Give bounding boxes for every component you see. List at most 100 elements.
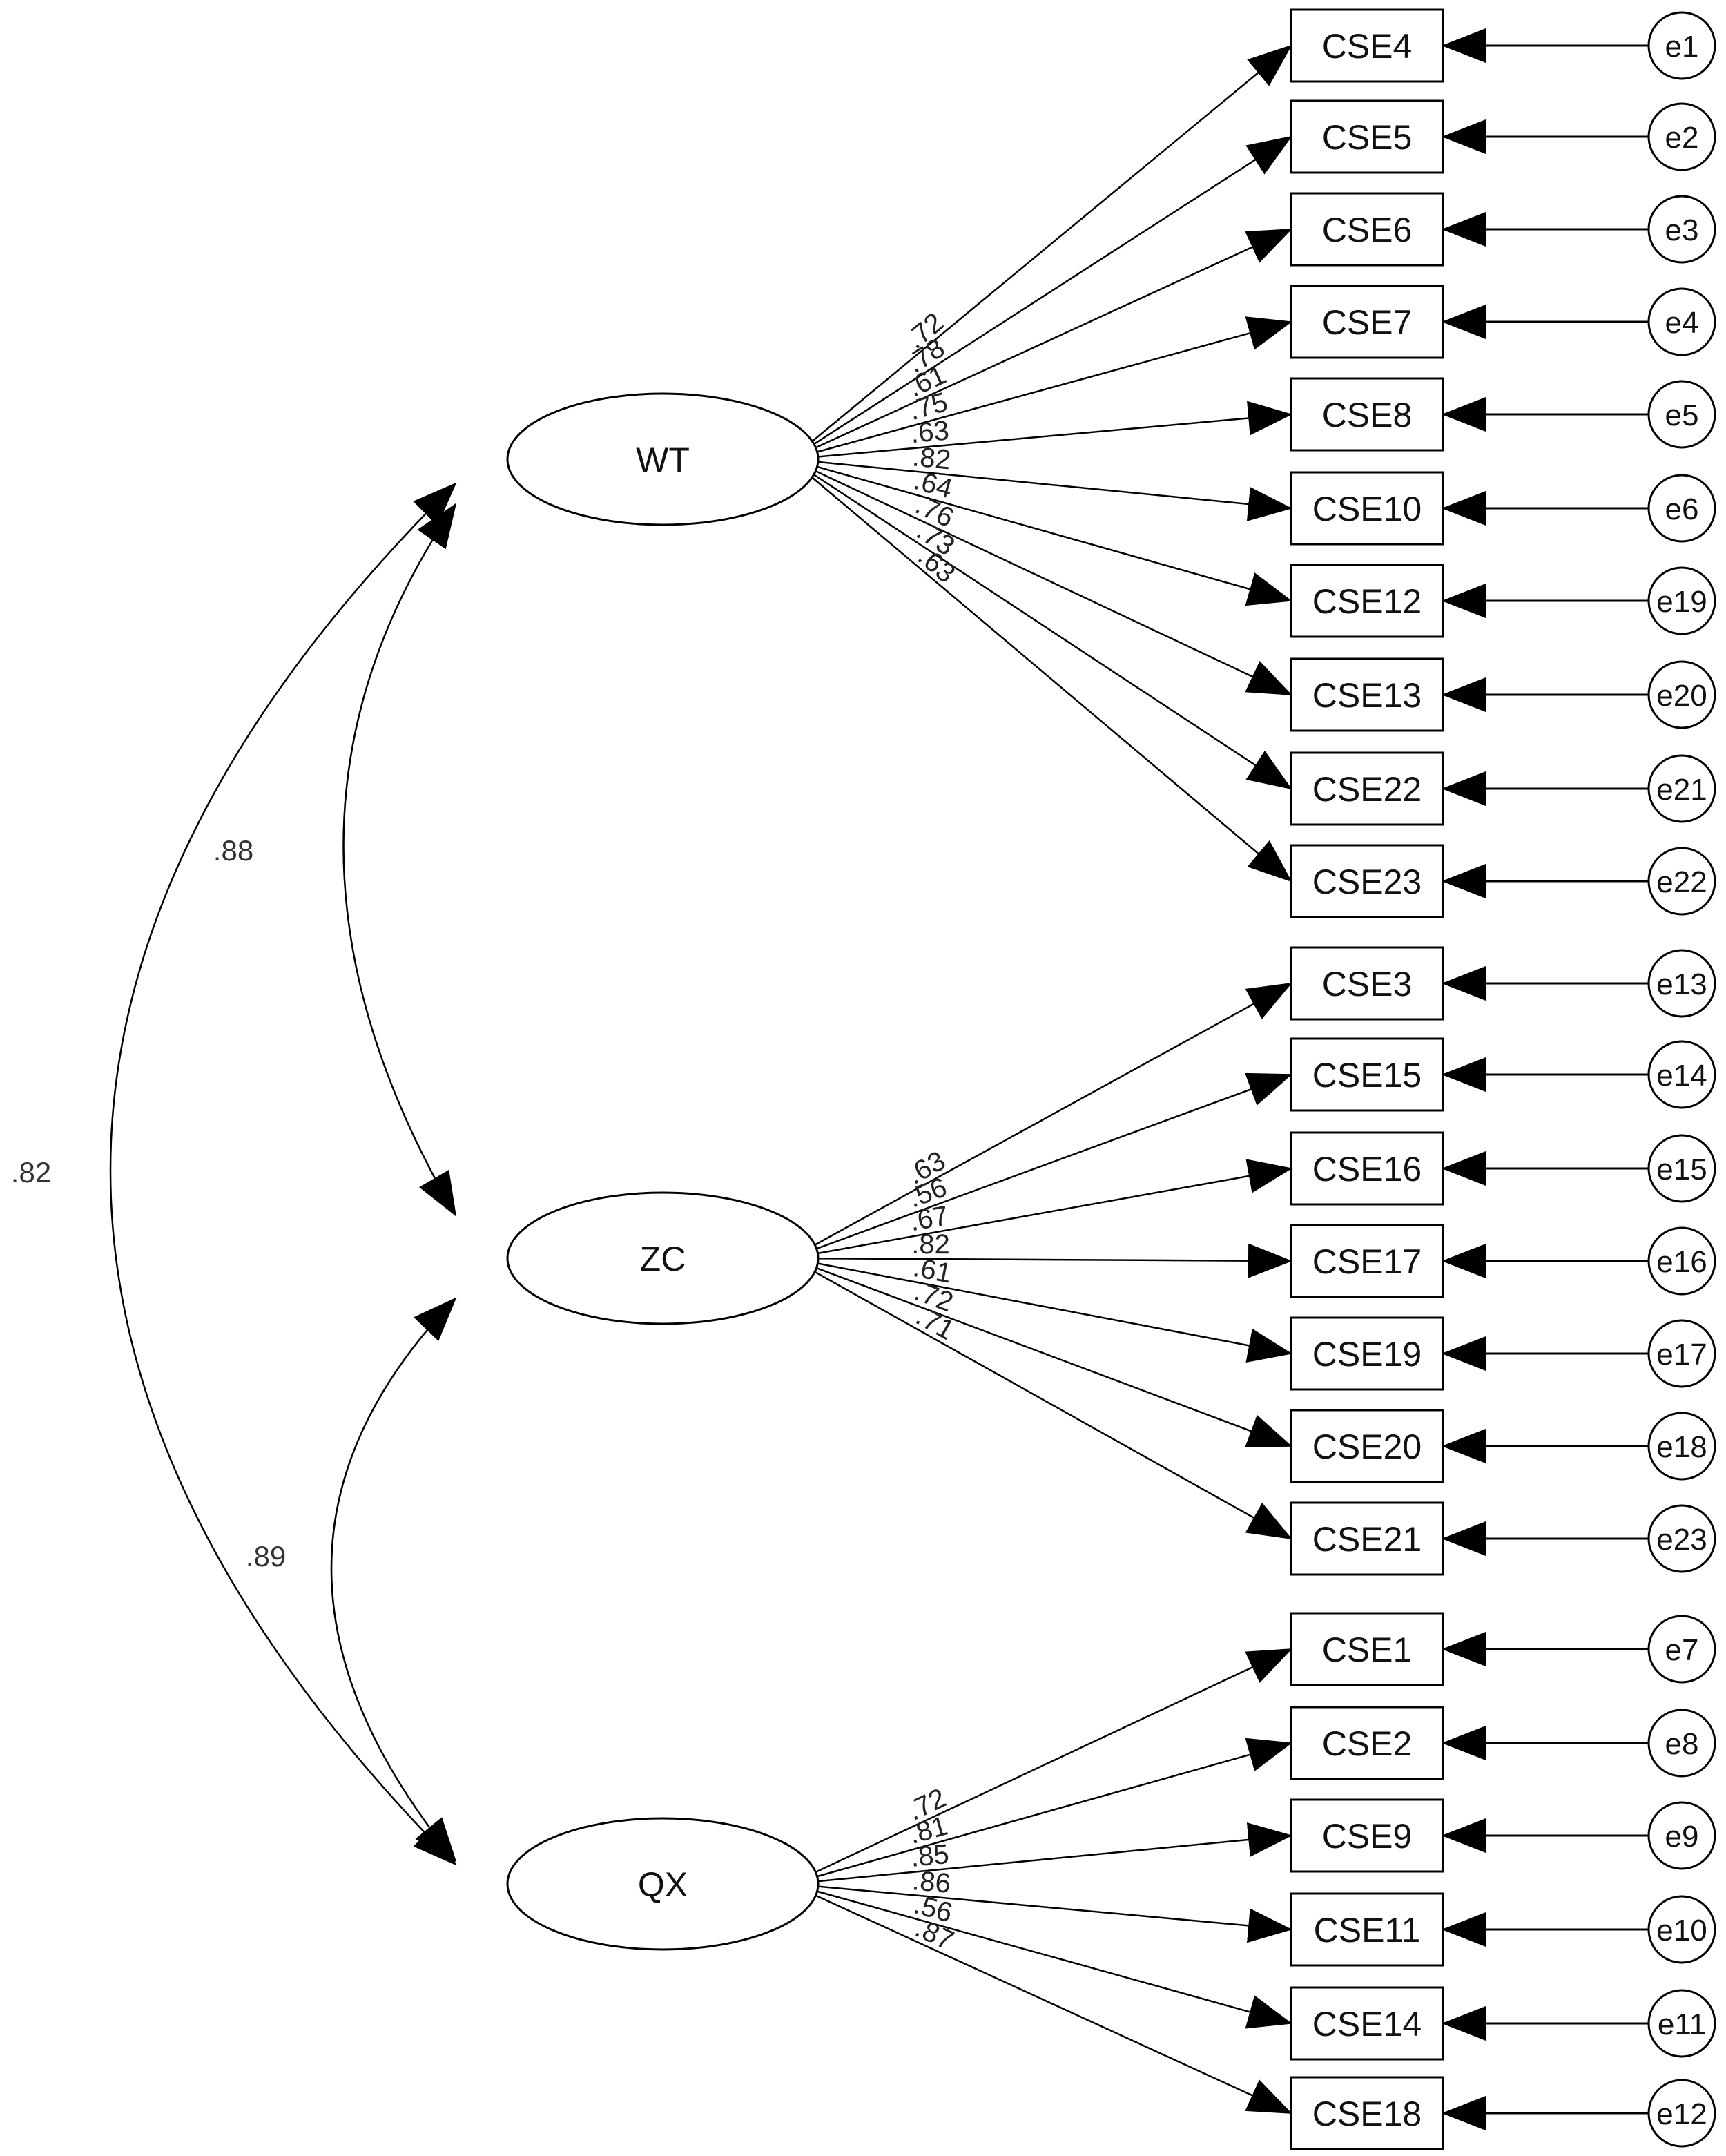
error-e18-label: e18 <box>1656 1430 1707 1464</box>
latent-qx-label: QX <box>638 1865 688 1904</box>
error-e21-circle <box>1647 754 1716 823</box>
loading-path-cse10 <box>790 458 1292 521</box>
indicator-cse2-label: CSE2 <box>1322 1724 1413 1763</box>
loading-label-cse9: .85 <box>909 1839 951 1873</box>
latent-zc-label: ZC <box>640 1240 686 1278</box>
indicator-cse8-box <box>1290 377 1444 452</box>
loading-path-cse13 <box>790 458 1292 696</box>
indicator-cse21-label: CSE21 <box>1312 1520 1422 1559</box>
error-e4-label: e4 <box>1665 306 1699 340</box>
loading-label-cse8: .63 <box>909 415 950 449</box>
indicator-cse18-box <box>1290 2076 1444 2150</box>
loading-path-cse19 <box>790 1257 1292 1363</box>
loading-path-cse2 <box>790 1738 1292 1885</box>
indicator-cse12-label: CSE12 <box>1312 582 1422 621</box>
error-e9-label: e9 <box>1665 1820 1699 1854</box>
error-e12-circle <box>1647 2079 1716 2148</box>
indicator-cse5-label: CSE5 <box>1322 118 1413 157</box>
latent-wt-ellipse <box>506 392 820 526</box>
error-e10-label: e10 <box>1656 1914 1707 1947</box>
error-e19-circle <box>1647 566 1716 635</box>
indicator-cse20-box <box>1290 1409 1444 1483</box>
error-e11-label: e11 <box>1658 2008 1706 2041</box>
loading-label-cse23: .63 <box>912 541 961 588</box>
correlation-curve-zc-qx <box>330 1297 457 1863</box>
latent-wt-label: WT <box>636 441 690 479</box>
error-e2-circle <box>1647 102 1716 171</box>
indicator-cse14-box <box>1290 1986 1444 2061</box>
correlation-curve-wt-zc <box>342 503 457 1217</box>
error-e7-label: e7 <box>1665 1633 1699 1667</box>
loading-label-cse17: .82 <box>911 1229 950 1260</box>
indicator-cse19-label: CSE19 <box>1312 1335 1422 1374</box>
loading-path-cse6 <box>790 228 1292 461</box>
loading-path-cse7 <box>790 316 1292 461</box>
indicator-cse7-label: CSE7 <box>1322 303 1413 342</box>
error-e19-label: e19 <box>1656 585 1707 619</box>
indicator-cse11-label: CSE11 <box>1314 1911 1421 1950</box>
error-e23-circle <box>1647 1504 1716 1573</box>
loading-path-cse1 <box>790 1648 1292 1885</box>
loading-label-cse16: .67 <box>907 1200 951 1237</box>
indicator-cse4-box <box>1290 8 1444 83</box>
indicator-cse8-label: CSE8 <box>1322 396 1413 434</box>
indicator-cse3-box <box>1290 946 1444 1021</box>
error-e11-circle <box>1647 1989 1716 2058</box>
loading-path-cse9 <box>790 1822 1292 1885</box>
error-e8-label: e8 <box>1665 1727 1699 1761</box>
error-e6-label: e6 <box>1665 492 1699 526</box>
indicator-cse6-box <box>1290 192 1444 267</box>
loading-path-cse20 <box>790 1257 1292 1447</box>
loading-label-cse19: .61 <box>911 1252 954 1289</box>
indicator-cse23-label: CSE23 <box>1312 863 1422 901</box>
indicator-cse10-box <box>1290 471 1444 546</box>
correlation-label-wt-zc: .88 <box>213 834 253 867</box>
loading-path-cse17 <box>790 1243 1292 1278</box>
error-e3-circle <box>1647 195 1716 264</box>
error-e18-circle <box>1647 1412 1716 1481</box>
indicator-cse23-box <box>1290 844 1444 918</box>
loading-path-cse15 <box>790 1072 1292 1260</box>
loading-path-cse5 <box>790 135 1292 461</box>
error-e20-label: e20 <box>1656 679 1707 713</box>
indicator-cse20-label: CSE20 <box>1312 1427 1422 1466</box>
indicator-cse7-box <box>1290 285 1444 359</box>
loading-label-cse21: .71 <box>911 1301 959 1347</box>
indicator-cse4-label: CSE4 <box>1322 27 1413 66</box>
correlation-label-zc-qx: .89 <box>246 1540 286 1572</box>
error-e22-circle <box>1647 847 1716 916</box>
indicator-cse17-box <box>1290 1224 1444 1298</box>
indicator-cse17-label: CSE17 <box>1312 1242 1422 1281</box>
error-e14-circle <box>1647 1040 1716 1109</box>
indicator-cse12-box <box>1290 564 1444 638</box>
latent-qx-ellipse <box>506 1817 820 1951</box>
error-e17-circle <box>1647 1319 1716 1388</box>
indicator-cse1-label: CSE1 <box>1322 1630 1413 1669</box>
indicator-cse11-box <box>1290 1892 1444 1967</box>
correlation-curve-wt-qx <box>109 482 457 1866</box>
correlation-label-wt-qx: .82 <box>11 1156 51 1188</box>
indicator-cse22-label: CSE22 <box>1312 770 1422 809</box>
error-e8-circle <box>1647 1709 1716 1778</box>
error-e13-circle <box>1647 949 1716 1018</box>
error-e5-circle <box>1647 380 1716 449</box>
error-e6-circle <box>1647 474 1716 543</box>
loading-label-cse11: .86 <box>911 1865 951 1899</box>
error-e17-label: e17 <box>1656 1338 1707 1371</box>
indicator-cse14-label: CSE14 <box>1312 2005 1422 2043</box>
error-e15-label: e15 <box>1656 1153 1707 1186</box>
error-e14-label: e14 <box>1656 1059 1707 1093</box>
indicator-cse2-box <box>1290 1706 1444 1780</box>
error-e4-circle <box>1647 287 1716 356</box>
loading-path-cse16 <box>790 1159 1292 1260</box>
loading-path-cse3 <box>790 982 1292 1260</box>
loading-path-cse21 <box>790 1257 1292 1540</box>
loading-label-cse10: .82 <box>911 441 952 475</box>
indicator-cse22-box <box>1290 751 1444 826</box>
error-e13-label: e13 <box>1656 968 1707 1001</box>
loading-path-cse11 <box>790 1883 1292 1943</box>
error-e22-label: e22 <box>1656 865 1707 899</box>
error-e10-circle <box>1647 1895 1716 1964</box>
loading-path-cse18 <box>790 1883 1292 2115</box>
indicator-cse16-label: CSE16 <box>1312 1150 1422 1188</box>
